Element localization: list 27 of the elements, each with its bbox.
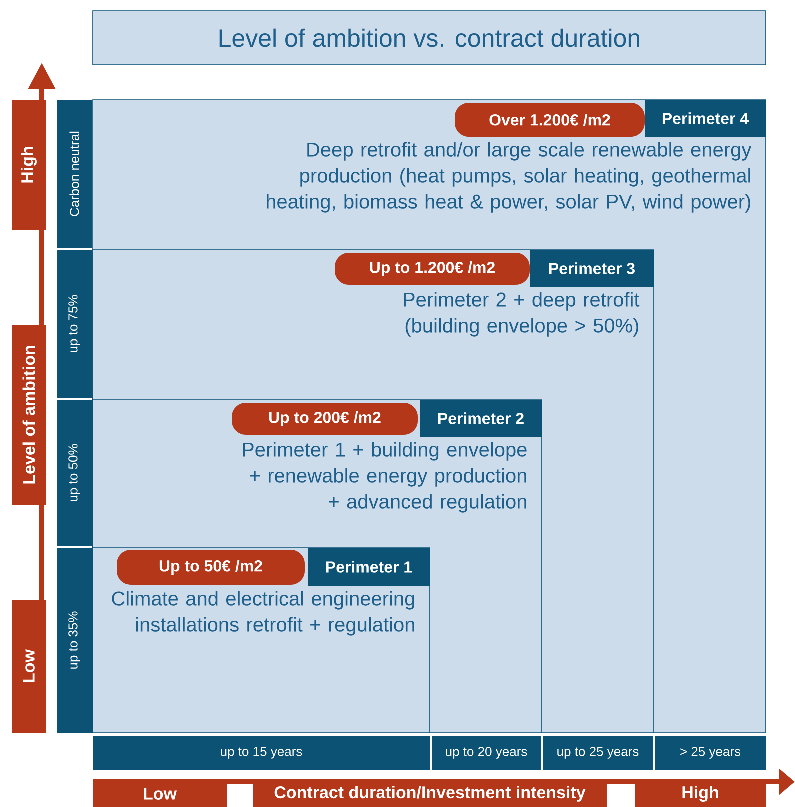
price-pill: Up to 50€ /m2 [117, 550, 305, 585]
row-label: up to 50% [57, 400, 92, 546]
axis-label: Low [93, 781, 227, 807]
price-pill: Up to 200€ /m2 [232, 403, 418, 435]
price-pill: Up to 1.200€ /m2 [335, 253, 530, 285]
column-label: up to 20 years [432, 736, 541, 770]
axis-label: Level of ambition [12, 325, 46, 505]
row-label: up to 35% [57, 548, 92, 733]
row-label: Carbon neutral [57, 100, 92, 248]
column-label: up to 15 years [93, 736, 430, 770]
description: Deep retrofit and/or large scale renewable energy production (heat pumps, solar heating, geothermal heating, biomass heat & power, solar PV, wind power) [267, 142, 752, 213]
description: Climate and electrical engineering installations retrofit + regulation [112, 591, 414, 636]
column-label: > 25 years [655, 736, 766, 770]
column-label: up to 25 years [543, 736, 653, 770]
axis-label: Low [12, 600, 46, 733]
price-pill: Over 1.200€ /m2 [455, 103, 645, 137]
description: Perimeter 1 + building envelope + renewable energy production + advanced regulation [243, 442, 527, 513]
perimeter-tab: Perimeter 3 [530, 250, 654, 287]
perimeter-tab: Perimeter 4 [645, 100, 766, 137]
perimeter-tab: Perimeter 1 [308, 548, 430, 586]
row-label: up to 75% [57, 250, 92, 398]
axis-label: Contract duration/Investment intensity [253, 781, 607, 807]
axis-label: High [12, 100, 46, 230]
description: Perimeter 2 + deep retrofit (building envelope > 50%) [404, 292, 640, 337]
title-box: Level of ambition vs. contract duration [92, 10, 766, 66]
perimeter-tab: Perimeter 2 [420, 400, 542, 437]
axis-label: High [635, 781, 766, 807]
